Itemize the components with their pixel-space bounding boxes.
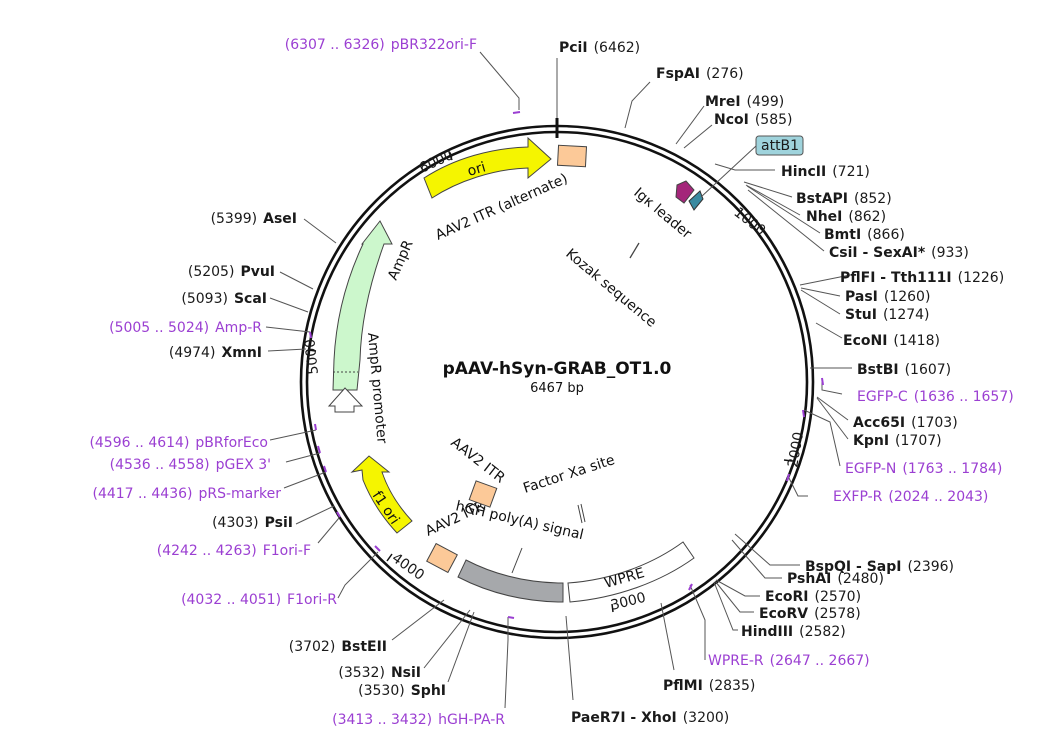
- site-bmti[interactable]: BmtI(866): [824, 227, 905, 243]
- ampr-promoter-feature[interactable]: [327, 387, 364, 413]
- tick-label-2000: 2000: [785, 431, 807, 469]
- leader-lines: [265, 51, 852, 709]
- attb1-leader: [700, 145, 757, 198]
- site-sphi[interactable]: (3530)SphI: [358, 683, 446, 699]
- plasmid-title: pAAV-hSyn-GRAB_OT1.0: [443, 359, 672, 379]
- site-ncoi[interactable]: NcoI(585): [714, 112, 793, 128]
- igk-leader-feature[interactable]: [675, 180, 695, 204]
- site-paer7i-xhoi[interactable]: PaeR7I - XhoI(3200): [571, 710, 729, 726]
- plasmid-size: 6467 bp: [530, 381, 584, 396]
- site-mrei[interactable]: MreI(499): [705, 94, 784, 110]
- primer-pbrforeco[interactable]: (4596 .. 4614)pBRforEco: [89, 435, 268, 451]
- site-bspqi-sapi[interactable]: BspQI - SapI(2396): [805, 559, 954, 575]
- factor-xa-mark1: [577, 504, 583, 524]
- itr-inner-feature[interactable]: [468, 480, 498, 508]
- site-stui[interactable]: StuI(1274): [845, 307, 930, 323]
- site-ecori[interactable]: EcoRI(2570): [765, 589, 861, 605]
- site-bsteii[interactable]: (3702)BstEII: [289, 639, 387, 655]
- factor-xa-mark2: [580, 503, 586, 523]
- primer-exfp-r[interactable]: EXFP-R(2024 .. 2043): [833, 489, 988, 505]
- primer-egfp-c[interactable]: EGFP-C(1636 .. 1657): [857, 389, 1014, 405]
- primer-wpre-r[interactable]: WPRE-R(2647 .. 2667): [708, 653, 870, 669]
- wpre-feature[interactable]: [567, 541, 695, 603]
- ampr-feature[interactable]: [332, 220, 393, 391]
- kozak-mark: [629, 242, 640, 259]
- site-pshai[interactable]: PshAI(2480): [787, 571, 884, 587]
- factor-xa-label: Factor Xa site: [521, 452, 617, 497]
- tick-label-5000: 5000: [302, 338, 322, 375]
- site-kpni[interactable]: KpnI(1707): [853, 433, 942, 449]
- attb1-arrow-feature[interactable]: [688, 190, 704, 211]
- site-nsii[interactable]: (3532)NsiI: [338, 665, 421, 681]
- site-asei[interactable]: (5399)AseI: [211, 211, 297, 227]
- site-pasi[interactable]: PasI(1260): [845, 289, 930, 305]
- primer-f1ori-f[interactable]: (4242 .. 4263)F1ori-F: [157, 543, 311, 559]
- site-hincii[interactable]: HincII(721): [781, 164, 870, 180]
- itr-bottom-feature[interactable]: [426, 542, 458, 574]
- primer-marks: [309, 111, 824, 619]
- attb1-box[interactable]: [755, 135, 804, 156]
- itr-inner1-label: AAV2 ITR: [448, 435, 508, 487]
- site-econi[interactable]: EcoNI(1418): [843, 333, 940, 349]
- primer-prs-marker[interactable]: (4417 .. 4436)pRS-marker: [93, 486, 282, 502]
- site-pflfi-tth111i[interactable]: PflFI - Tth111I(1226): [840, 270, 1004, 286]
- primer-pgex-3[interactable]: (4536 .. 4558)pGEX 3': [110, 457, 271, 473]
- primer-amp-r[interactable]: (5005 .. 5024)Amp-R: [109, 320, 262, 336]
- tick-label-1000: 1000: [731, 205, 769, 240]
- primer-f1ori-r[interactable]: (4032 .. 4051)F1ori-R: [181, 592, 337, 608]
- ampr-promoter-label: AmpR promoter: [364, 332, 390, 444]
- itr-alternate-feature[interactable]: [556, 144, 588, 168]
- f1ori-feature[interactable]: [350, 455, 413, 534]
- site-csii-sexai[interactable]: CsiI - SexAI*(933): [829, 245, 969, 261]
- attb1-label: attB1: [761, 138, 799, 154]
- site-bstapi[interactable]: BstAPI(852): [796, 191, 892, 207]
- site-fspai[interactable]: FspAI(276): [656, 66, 744, 82]
- site-xmni[interactable]: (4974)XmnI: [169, 345, 262, 361]
- site-hindiii[interactable]: HindIII(2582): [741, 624, 846, 640]
- ori-label: ori: [466, 159, 488, 179]
- site-pcii[interactable]: PciI(6462): [559, 40, 640, 56]
- site-nhei[interactable]: NheI(862): [806, 209, 886, 225]
- site-ecorv[interactable]: EcoRV(2578): [759, 606, 861, 622]
- site-pvui[interactable]: (5205)PvuI: [188, 264, 275, 280]
- primer-hgh-pa-r[interactable]: (3413 .. 3432)hGH-PA-R: [332, 712, 505, 728]
- hgh-leader: [511, 547, 523, 574]
- kozak-label: Kozak sequence: [562, 246, 659, 331]
- site-pflmi[interactable]: PflMI(2835): [663, 678, 755, 694]
- primer-pbr322ori-f[interactable]: (6307 .. 6326)pBR322ori-F: [285, 37, 477, 53]
- ori-feature[interactable]: [423, 136, 552, 199]
- site-bstbi[interactable]: BstBI(1607): [857, 362, 951, 378]
- site-psii[interactable]: (4303)PsiI: [212, 515, 293, 531]
- site-scai[interactable]: (5093)ScaI: [181, 291, 267, 307]
- hgh-label: hGH poly(A) signal: [454, 498, 585, 543]
- hgh-polya-feature[interactable]: [457, 559, 564, 603]
- primer-egfp-n[interactable]: EGFP-N(1763 .. 1784): [845, 461, 1002, 477]
- site-acc65i[interactable]: Acc65I(1703): [853, 415, 958, 431]
